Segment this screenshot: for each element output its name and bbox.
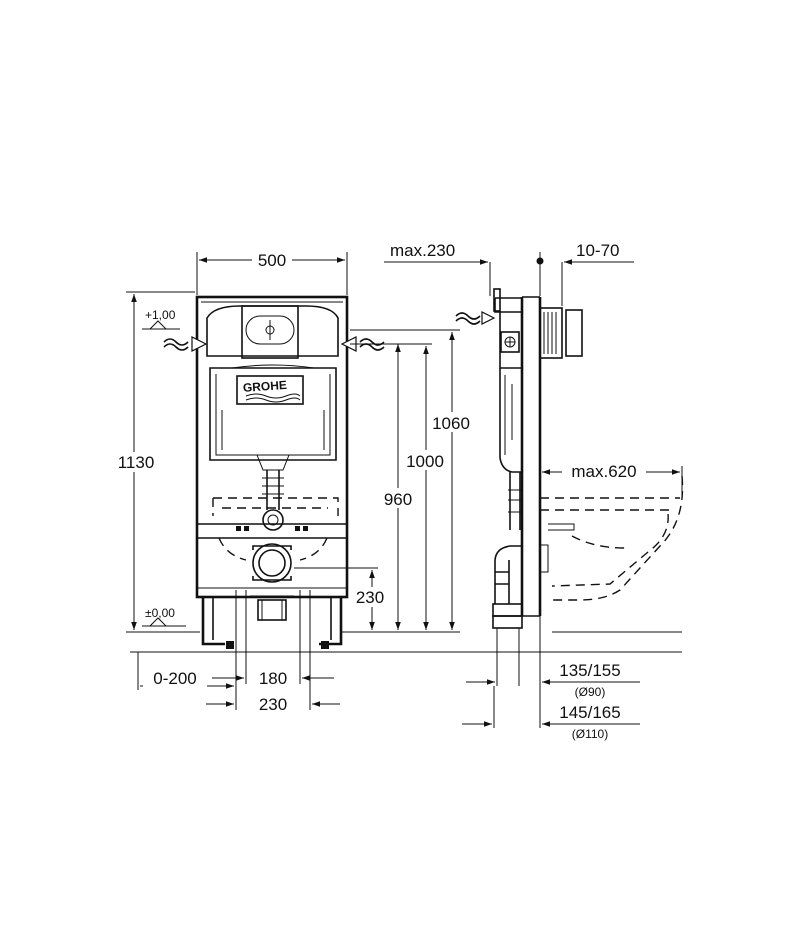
cistern: GROHE [206, 305, 339, 531]
brand-logo: GROHE [242, 378, 287, 395]
drain-connection [226, 526, 329, 649]
dim-max-620: max.620 [542, 460, 683, 500]
label-960: 960 [384, 490, 412, 509]
label-d90: (Ø90) [575, 685, 606, 699]
label-1060: 1060 [432, 414, 470, 433]
level-zero-label: ±0,00 [145, 606, 175, 620]
floor-line [130, 631, 682, 653]
label-1000: 1000 [406, 452, 444, 471]
water-supply-side-icon [455, 311, 496, 325]
label-d110: (Ø110) [572, 727, 608, 741]
label-135-155: 135/155 [559, 661, 620, 680]
label-10-70: 10-70 [576, 241, 619, 260]
side-view-frame [492, 288, 583, 686]
dim-bottom-front: 0-200 180 230 [137, 590, 340, 714]
toilet-outline-side [540, 475, 684, 601]
label-230-bottom: 230 [259, 695, 287, 714]
label-230-drain: 230 [356, 588, 384, 607]
dim-bottom-side: 135/155 (Ø90) 145/165 (Ø110) [462, 616, 640, 741]
toilet-outline-front [212, 497, 339, 561]
label-max-230: max.230 [390, 241, 455, 260]
label-180: 180 [259, 669, 287, 688]
label-1130: 1130 [118, 453, 155, 472]
label-145-165: 145/165 [559, 703, 620, 722]
front-view-frame [195, 295, 349, 646]
level-top-label: +1,00 [145, 308, 176, 322]
label-max-620: max.620 [571, 462, 636, 481]
dim-width-500: 500 [196, 250, 348, 295]
level-markers: +1,00 ±0,00 [142, 308, 186, 627]
label-500: 500 [258, 251, 286, 270]
dim-heights-right: 1060 1000 960 230 [294, 329, 476, 633]
label-0-200: 0-200 [153, 669, 196, 688]
dim-height-1130: 1130 [112, 291, 200, 633]
dim-side-top: max.230 10-70 [384, 241, 634, 306]
